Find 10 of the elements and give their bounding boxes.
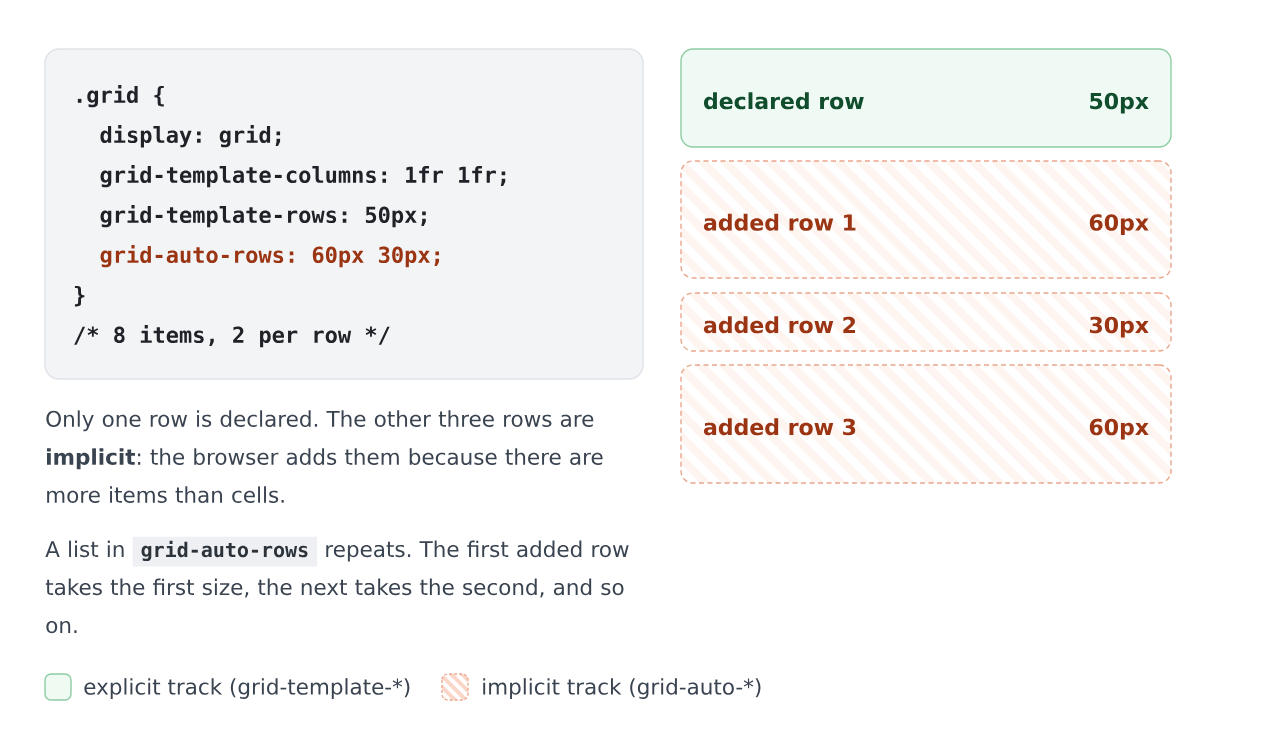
dashed-row-box: added row 1 60px: [680, 160, 1172, 279]
paragraph: A list in grid-auto-rows repeats. The first added row takes the first size, the next takes the second, and so on.: [45, 536, 629, 634]
paragraph: Only one row is declared. The other three rows are implicit: the browser adds them because there are more items than cells.: [46, 410, 603, 503]
legend-label: implicit track (grid-auto-*): [483, 678, 761, 699]
inline-code: grid-auto-rows: [132, 536, 318, 567]
row-box: declared row 50px: [680, 48, 1172, 148]
code-block: .grid { display: grid; grid-template-columns: 1fr 1fr; grid-template-rows: 50px; grid-auto-rows: 60px 30px; } /* 8 items, 2 per row */: [44, 48, 644, 380]
dashed-row-box: added row 2 30px: [680, 292, 1172, 352]
dashed-row-box: added row 3 60px: [680, 364, 1172, 484]
legend-label: explicit track (grid-template-*): [84, 678, 410, 699]
